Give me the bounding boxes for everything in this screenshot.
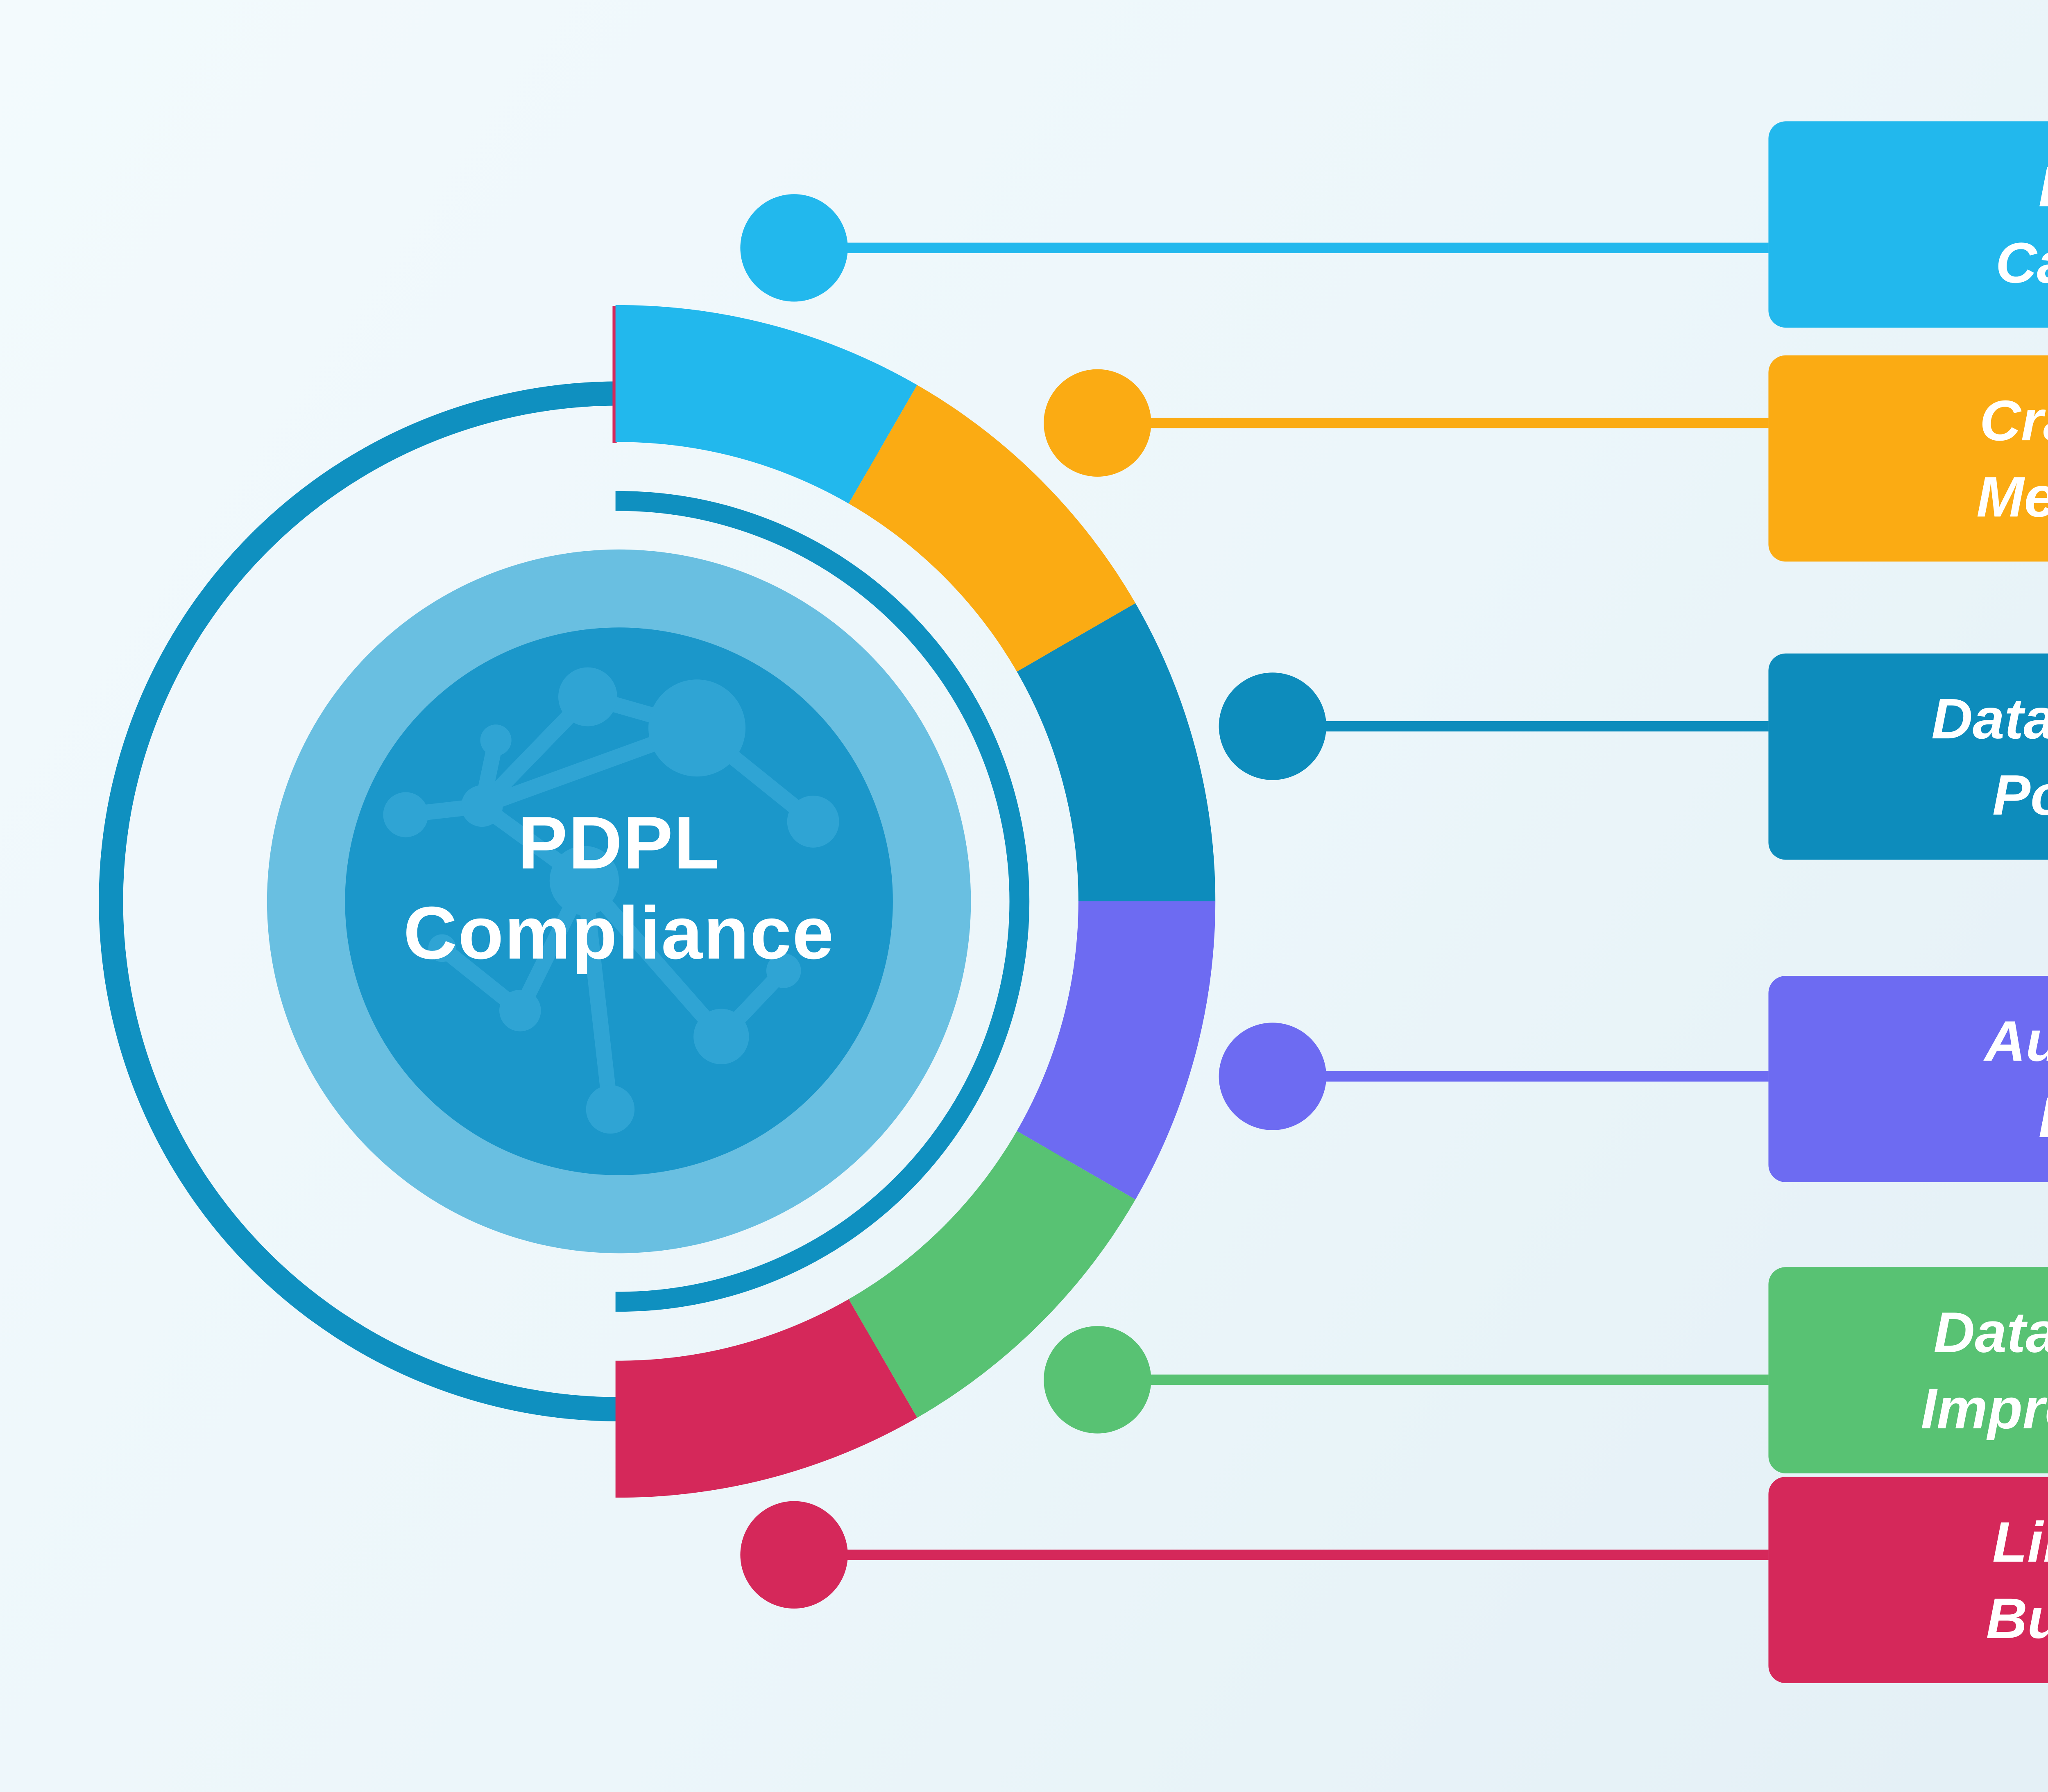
network-edge: [576, 873, 618, 1118]
ring-segment-crawling-metadata: [848, 385, 1136, 672]
network-node: [499, 989, 541, 1032]
pill-data-catalog: Data Catalog: [1768, 121, 2048, 328]
connector-dot-crawling-metadata: [1044, 369, 1151, 477]
pill-data-quality-improvement: Data Quality Improvement: [1768, 1267, 2048, 1473]
pill-label-line2: Building: [1986, 1585, 2048, 1649]
network-node: [549, 846, 619, 915]
inner-accent-arc: [615, 491, 1030, 1312]
network-node: [383, 792, 428, 837]
network-node: [586, 1085, 635, 1134]
connector-line-data-catalog: [794, 242, 1769, 253]
pill-label-line1: Data Quality: [1933, 1300, 2048, 1364]
network-node: [787, 795, 839, 848]
network-node: [648, 679, 746, 777]
pill-lineage-building: Lineage Building: [1768, 1477, 2048, 1683]
connector-line-data-quality-improvement: [1097, 1374, 1769, 1385]
network-node: [558, 667, 617, 726]
pill-label-line2: Catalog: [1995, 229, 2048, 294]
pill-label-line2: Improvement: [1921, 1375, 2048, 1440]
pill-label-line2: Metadata: [1976, 464, 2048, 528]
network-pattern-graphic: [383, 667, 839, 1134]
pill-data-access-policies: Data Access Policies: [1768, 653, 2048, 860]
segment-edge-accent: [612, 306, 617, 443]
network-node: [480, 724, 512, 756]
pill-crawling-metadata: Crawling Metadata: [1768, 355, 2048, 562]
ring-segment-data-access-policies: [1017, 603, 1216, 902]
network-node: [693, 1009, 749, 1064]
network-node: [766, 953, 801, 988]
connector-dot-lineage-building: [740, 1501, 848, 1609]
center-title-line-1: PDPL: [518, 802, 720, 886]
connector-line-lineage-building: [794, 1550, 1769, 1560]
connector-dot-data-catalog: [740, 194, 848, 302]
network-node: [461, 785, 503, 827]
connector-line-data-access-policies: [1272, 721, 1769, 732]
pill-label-line1: Data Access: [1931, 686, 2048, 751]
connector-dot-data-quality-improvement: [1044, 1326, 1151, 1434]
pill-label-line1: Crawling: [1980, 388, 2048, 453]
network-node: [428, 934, 456, 962]
connector-dot-auditing-data: [1219, 1023, 1327, 1130]
ring-segment-lineage-building: [615, 1299, 918, 1498]
pill-label-line1: Lineage: [1992, 1509, 2048, 1574]
pill-label-line2: Policies: [1992, 762, 2048, 826]
pill-label-line1: Auditing: [1984, 1009, 2048, 1073]
ring-segment-data-quality-improvement: [848, 1131, 1136, 1418]
pill-auditing-data: Auditing Data: [1768, 976, 2048, 1182]
pill-label-line2: Data: [2039, 1079, 2048, 1154]
pill-label-line1: Data: [2039, 149, 2048, 224]
ring-segment-data-catalog: [615, 305, 918, 504]
center-title: PDPL Compliance: [272, 799, 966, 981]
connector-line-crawling-metadata: [1097, 418, 1769, 428]
ring-segment-auditing-data: [1017, 901, 1216, 1200]
connector-dot-data-access-policies: [1219, 672, 1327, 780]
center-circle: [345, 627, 893, 1175]
connector-line-auditing-data: [1272, 1071, 1769, 1082]
center-title-line-2: Compliance: [403, 893, 835, 977]
